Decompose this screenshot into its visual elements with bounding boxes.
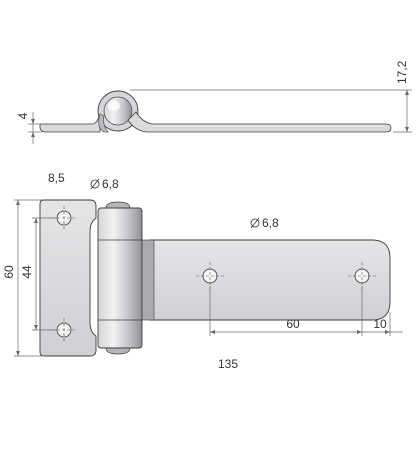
- dim-hole-diameter-leaf: 6,8: [90, 177, 119, 191]
- dim-label-8-5: 8,5: [48, 171, 65, 185]
- hole-leaf-top: [52, 206, 76, 230]
- side-knuckle: [97, 90, 139, 133]
- diameter-icon: [90, 178, 100, 190]
- dim-label-135: 135: [218, 357, 238, 371]
- dim-hole-spacing-vertical: 44: [20, 217, 56, 331]
- dim-total-height-side: 17,2: [130, 60, 412, 133]
- dim-label-diameter-strap: 6,8: [262, 216, 279, 230]
- hole-strap-right: [348, 262, 376, 290]
- front-view: 8,5 6,8 6,8 60: [2, 171, 403, 371]
- dim-hole-diameter-strap: 6,8: [250, 216, 279, 230]
- hole-strap-left: [196, 262, 224, 290]
- front-left-leaf: [39, 199, 97, 357]
- front-knuckle: [97, 201, 143, 355]
- side-right-plate: [127, 111, 392, 133]
- dim-plate-thickness: 4: [16, 112, 42, 144]
- dim-hole-spacing-horizontal: 60 10: [209, 286, 403, 336]
- dim-label-44: 44: [20, 265, 34, 279]
- dim-label-4: 4: [16, 112, 30, 119]
- dim-label-10: 10: [373, 317, 387, 331]
- dim-label-60-horizontal: 60: [286, 317, 300, 331]
- diameter-icon: [250, 217, 260, 229]
- dim-leaf-height: 60: [2, 199, 42, 357]
- dim-label-17-2: 17,2: [395, 60, 409, 84]
- dim-label-60-height: 60: [2, 265, 16, 279]
- side-view: 17,2 4: [16, 60, 412, 144]
- side-left-plate: [39, 113, 101, 133]
- front-strap: [149, 239, 391, 321]
- hole-leaf-bottom: [52, 318, 76, 342]
- dim-label-diameter-leaf: 6,8: [102, 177, 119, 191]
